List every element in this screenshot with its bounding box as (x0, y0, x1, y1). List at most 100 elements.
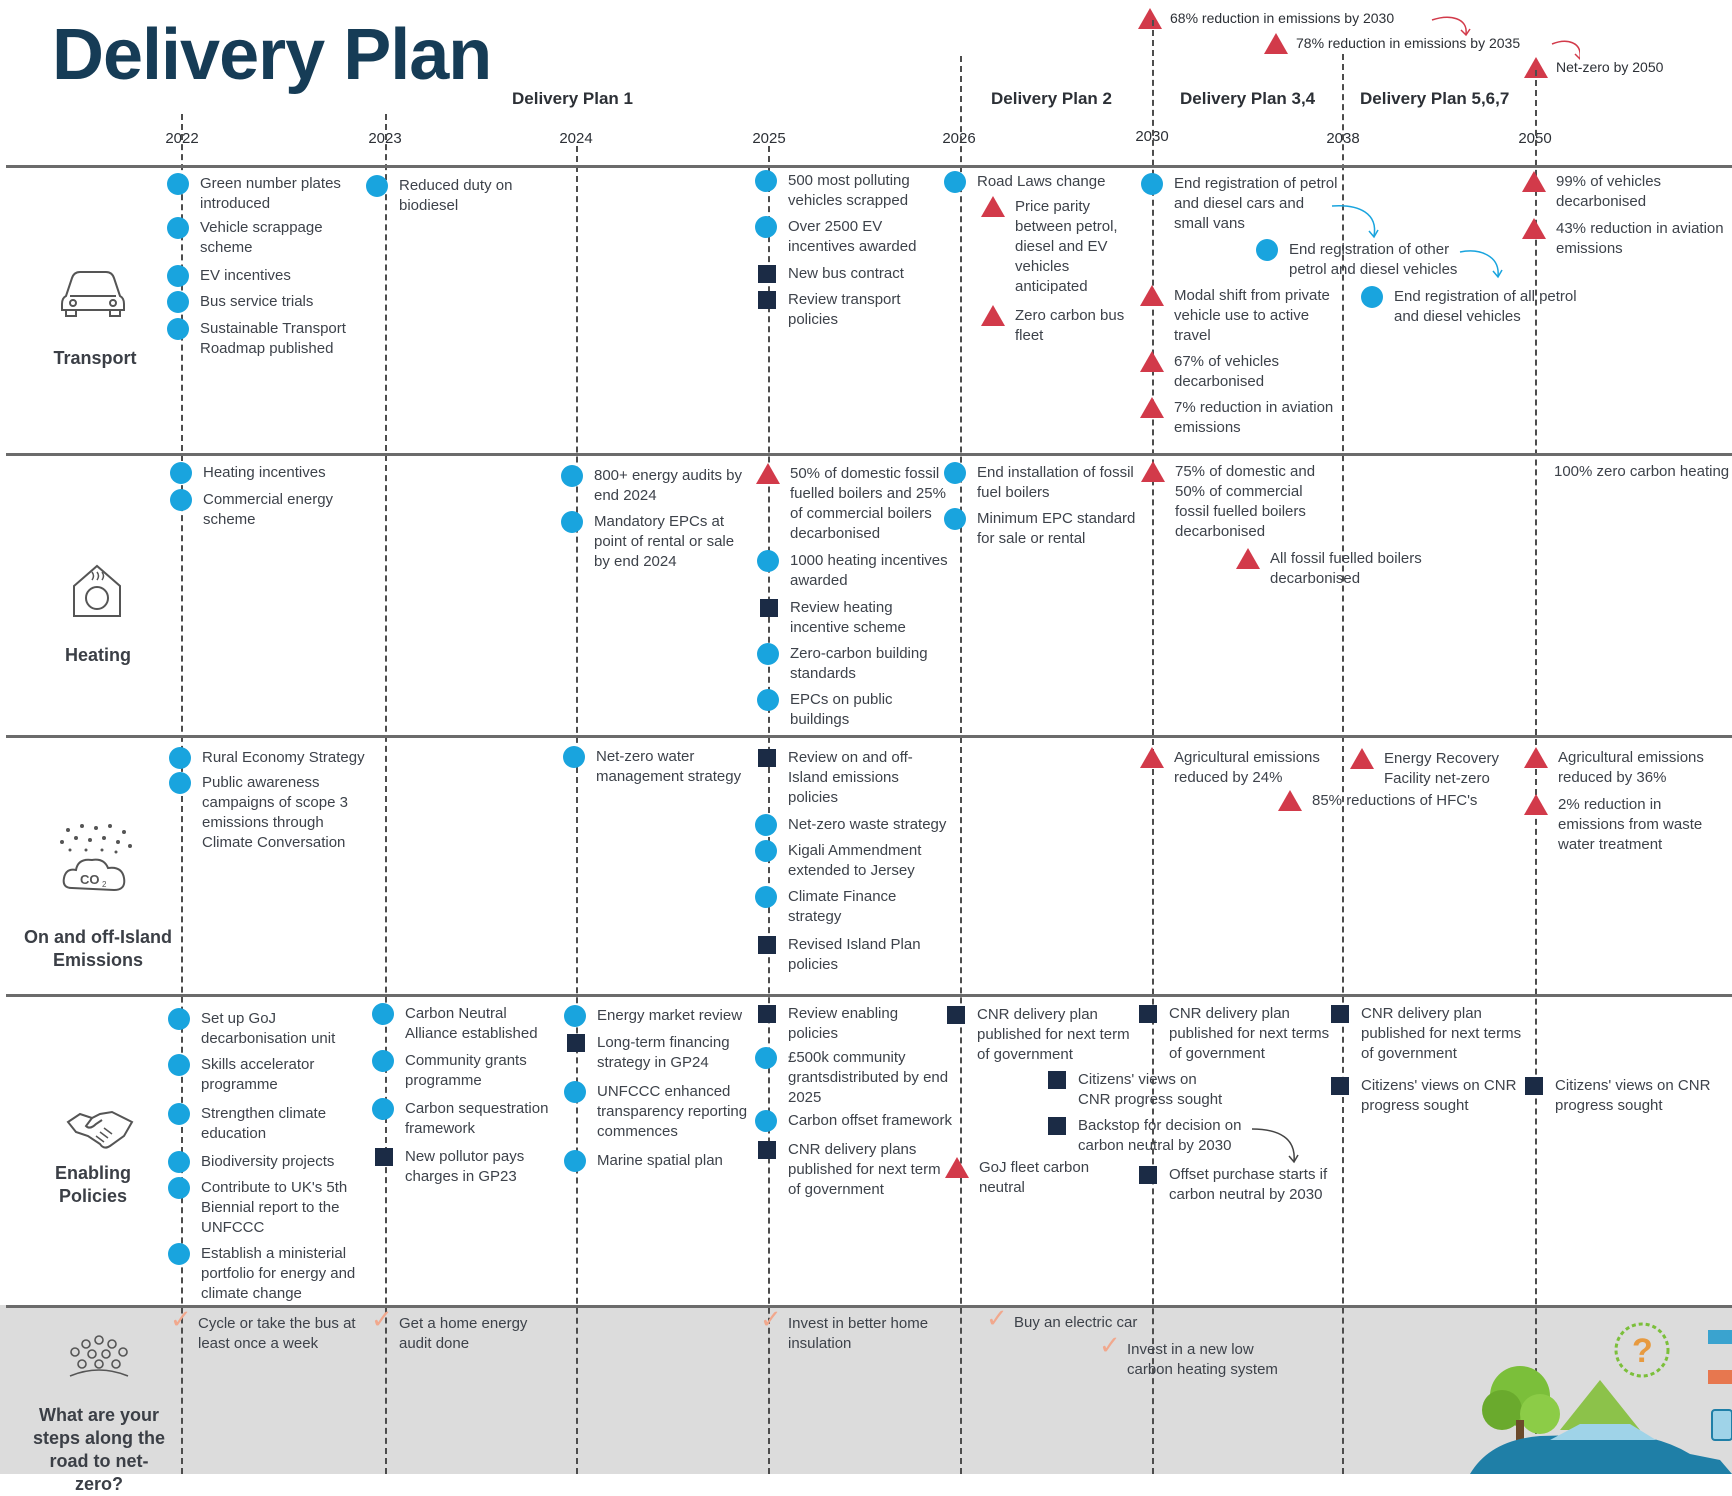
step-item: ✓Invest in a new low carbon heating syst… (1099, 1330, 1278, 1378)
timeline-item: Modal shift from private vehicle use to … (1140, 285, 1342, 346)
steps-band (0, 1305, 1732, 1474)
timeline-item: Reduced duty on biodiesel (366, 175, 539, 216)
timeline-line (960, 56, 962, 1474)
timeline-item: Set up GoJ decarbonisation unit (168, 1008, 356, 1049)
timeline-item: Review heating incentive scheme (760, 598, 940, 638)
timeline-item: Strengthen climate education (168, 1103, 341, 1144)
timeline-item: New pollutor pays charges in GP23 (375, 1147, 555, 1187)
timeline-item: Long-term financing strategy in GP24 (567, 1033, 752, 1073)
step-item: ✓Buy an electric car (986, 1303, 1138, 1333)
timeline-item: Marine spatial plan (564, 1150, 752, 1172)
timeline-item: Review enabling policies (758, 1004, 938, 1044)
timeline-item: 99% of vehicles decarbonised (1522, 171, 1706, 212)
timeline-item: Revised Island Plan policies (758, 935, 938, 975)
tree-icon (1482, 1366, 1560, 1460)
timeline-item: Minimum EPC standard for sale or rental (944, 508, 1147, 549)
question-icon: ? (1614, 1322, 1670, 1378)
timeline-item: Public awareness campaigns of scope 3 em… (169, 772, 367, 853)
electric-car-icon (1470, 1424, 1732, 1474)
page-title: Delivery Plan (52, 15, 492, 95)
timeline-item: Net-zero waste strategy (755, 814, 958, 836)
year-label: 2025 (752, 130, 786, 147)
timeline-item: Zero-carbon building standards (757, 643, 945, 684)
step-item: ✓Cycle or take the bus at least once a w… (170, 1304, 356, 1352)
timeline-item: EV incentives (167, 265, 350, 287)
milestone: Net-zero by 2050 (1524, 57, 1663, 78)
timeline-item: Review on and off-Island emissions polic… (758, 748, 938, 808)
timeline-line (181, 114, 183, 1474)
timeline-item: CNR delivery plan published for next ter… (1331, 1004, 1533, 1064)
svg-text:CO: CO (80, 872, 100, 887)
timeline-line (1342, 54, 1344, 1474)
handshake-icon (66, 1110, 134, 1149)
timeline-item: Rural Economy Strategy (169, 747, 377, 769)
timeline-item: CNR delivery plan published for next ter… (1139, 1004, 1339, 1064)
timeline-item: Community grants programme (372, 1050, 555, 1091)
timeline-item: New bus contract (758, 264, 938, 284)
timeline-item: CNR delivery plans published for next te… (758, 1140, 953, 1200)
timeline-item: Over 2500 EV incentives awarded (755, 216, 938, 257)
people-icon (69, 1335, 129, 1377)
milestone: 68% reduction in emissions by 2030 (1138, 8, 1394, 29)
row-label-emissions: On and off-Island Emissions (24, 927, 172, 970)
svg-text:?: ? (1632, 1332, 1653, 1370)
row-label-steps: What are your steps along the road to ne… (32, 1405, 166, 1494)
timeline-item: End installation of fossil fuel boilers (944, 462, 1145, 503)
timeline-item: EPCs on public buildings (757, 689, 940, 730)
timeline-item: Contribute to UK's 5th Biennial report t… (168, 1177, 361, 1238)
house-heating-icon (73, 564, 121, 617)
timeline-item: Biodiversity projects (168, 1151, 361, 1173)
timeline-item: Backstop for decision on carbon neutral … (1048, 1116, 1258, 1156)
timeline-line (385, 114, 387, 1474)
car-icon (61, 271, 125, 317)
timeline-item: Vehicle scrappage scheme (167, 217, 350, 258)
timeline-item: Kigali Ammendment extended to Jersey (755, 840, 943, 881)
timeline-item: Heating incentives (170, 462, 353, 484)
timeline-item: Mandatory EPCs at point of rental or sal… (561, 511, 749, 572)
timeline-item: 50% of domestic fossil fuelled boilers a… (756, 463, 958, 544)
timeline-item: Agricultural emissions reduced by 36% (1524, 747, 1718, 788)
timeline-item: 1000 heating incentives awarded (757, 550, 960, 591)
timeline-item: End registration of other petrol and die… (1256, 239, 1479, 280)
timeline-item: Carbon Neutral Alliance established (372, 1003, 555, 1044)
step-item: ✓Get a home energy audit done (371, 1304, 528, 1352)
timeline-item: Commercial energy scheme (170, 489, 353, 530)
timeline-item: Review transport policies (758, 290, 918, 330)
row-divider (6, 453, 1732, 456)
timeline-item: Green number plates introduced (167, 173, 360, 214)
timeline-item: Climate Finance strategy (755, 886, 938, 927)
transport-arrows (1331, 205, 1503, 279)
plan-label: Delivery Plan 5,6,7 (1360, 89, 1510, 108)
timeline-item: 2% reduction in emissions from waste wat… (1524, 794, 1718, 855)
timeline-item: All fossil fuelled boilers decarbonised (1236, 548, 1445, 589)
timeline-item: 500 most polluting vehicles scrapped (755, 170, 938, 211)
timeline-item: Sustainable Transport Roadmap published (167, 318, 368, 359)
timeline-item: 75% of domestic and 50% of commercial fo… (1141, 461, 1335, 542)
timeline-item: Carbon offset framework (755, 1110, 968, 1132)
row-label-policies: Enabling Policies (55, 1163, 131, 1206)
milestone: 78% reduction in emissions by 2035 (1264, 33, 1520, 54)
timeline-item: 800+ energy audits by end 2024 (561, 465, 764, 506)
policies-arrow (1251, 1128, 1299, 1164)
co2-cloud-icon: CO 2 (60, 824, 132, 892)
row-divider (6, 165, 1732, 168)
timeline-item: Citizens' views on CNR progress sought (1525, 1076, 1720, 1116)
timeline-item: Establish a ministerial portfolio for en… (168, 1243, 361, 1304)
timeline-line (768, 146, 770, 1474)
step-item: ✓Invest in better home insulation (760, 1304, 929, 1352)
timeline-item: Carbon sequestration framework (372, 1098, 565, 1139)
timeline-item: GoJ fleet carbon neutral (945, 1157, 1109, 1198)
plan-label: Delivery Plan 1 (512, 89, 633, 108)
timeline-item: 43% reduction in aviation emissions (1522, 218, 1728, 259)
year-label: 2024 (559, 130, 593, 147)
timeline-item: £500k community grantsdistributed by end… (755, 1047, 963, 1108)
timeline-item: Skills accelerator programme (168, 1054, 341, 1095)
milestone-arrows (1431, 16, 1580, 61)
plan-label: Delivery Plan 3,4 (1180, 89, 1316, 108)
timeline-item: Bus service trials (167, 291, 350, 313)
timeline-item: End registration of all petrol and diese… (1361, 286, 1589, 327)
row-label-transport: Transport (53, 348, 137, 368)
timeline-item: 7% reduction in aviation emissions (1140, 397, 1344, 438)
timeline-item: Zero carbon bus fleet (981, 305, 1140, 346)
timeline-item: UNFCCC enhanced transparency reporting c… (564, 1081, 762, 1142)
